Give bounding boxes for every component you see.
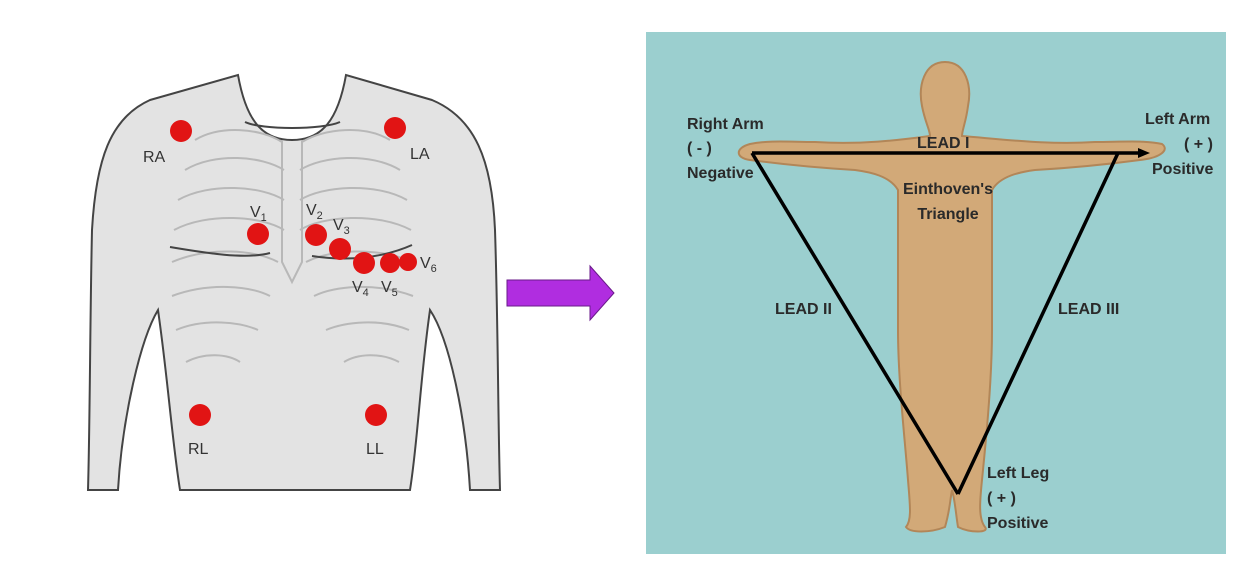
- electrode-v5: [380, 253, 400, 273]
- electrode-ll: [365, 404, 387, 426]
- electrode-v6: [399, 253, 417, 271]
- human-figure: [737, 60, 1166, 533]
- einthoven-triangle: [750, 151, 1144, 495]
- lead-2-line: [750, 152, 960, 495]
- right-arm-label: Right Arm: [687, 116, 764, 133]
- chest-electrodes: [247, 223, 417, 274]
- label-v6: V6: [420, 255, 437, 275]
- limb-electrodes: [170, 117, 406, 426]
- label-v4: V4: [352, 279, 369, 299]
- right-arrow-icon: [506, 264, 615, 322]
- label-v3: V3: [333, 217, 350, 237]
- triangle-title-line2: Triangle: [917, 206, 978, 223]
- electrode-v1: [247, 223, 269, 245]
- right-arm-sign: ( - ): [687, 140, 712, 157]
- label-la: LA: [410, 146, 430, 163]
- electrode-rl: [189, 404, 211, 426]
- left-arm-sign: ( + ): [1184, 136, 1213, 153]
- einthoven-diagram: Right Arm ( - ) Negative Left Arm ( + ) …: [646, 32, 1226, 554]
- chest-electrode-diagram: RA LA RL LL V1 V2 V3 V4 V5 V6: [86, 73, 502, 491]
- rib-cage: [171, 129, 414, 363]
- label-ra: RA: [143, 149, 166, 166]
- electrode-la: [384, 117, 406, 139]
- lead-2-label: LEAD II: [775, 301, 832, 318]
- label-v5: V5: [381, 279, 398, 299]
- label-rl: RL: [188, 441, 209, 458]
- label-v1: V1: [250, 204, 267, 224]
- left-arm-label: Left Arm: [1145, 111, 1210, 128]
- lead-3-label: LEAD III: [1058, 301, 1119, 318]
- left-leg-polarity: Positive: [987, 515, 1048, 532]
- left-leg-sign: ( + ): [987, 490, 1016, 507]
- torso-outline: [86, 73, 502, 491]
- einthoven-labels: Right Arm ( - ) Negative Left Arm ( + ) …: [687, 111, 1213, 532]
- lead-1-label: LEAD I: [917, 135, 969, 152]
- lead-3-line: [956, 152, 1120, 495]
- electrode-ra: [170, 120, 192, 142]
- left-leg-label: Left Leg: [987, 465, 1049, 482]
- right-arm-polarity: Negative: [687, 165, 754, 182]
- label-v2: V2: [306, 202, 323, 222]
- electrode-v2: [305, 224, 327, 246]
- electrode-v3: [329, 238, 351, 260]
- label-ll: LL: [366, 441, 384, 458]
- electrode-labels: RA LA RL LL V1 V2 V3 V4 V5 V6: [143, 146, 437, 458]
- electrode-v4: [353, 252, 375, 274]
- lead-1-arrowhead-icon: [1138, 148, 1150, 158]
- left-arm-polarity: Positive: [1152, 161, 1213, 178]
- triangle-title-line1: Einthoven's: [903, 181, 993, 198]
